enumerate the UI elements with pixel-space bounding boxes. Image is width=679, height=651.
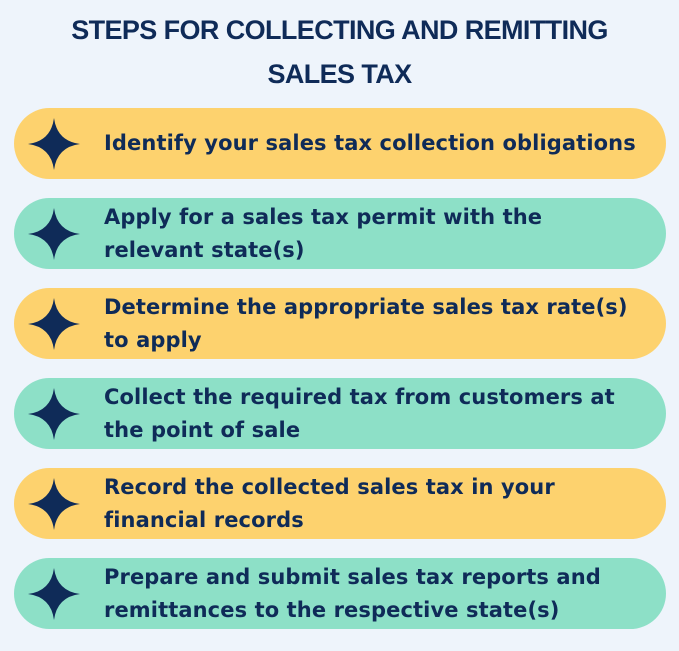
four-point-star-icon — [26, 296, 82, 352]
step-6-label: Prepare and submit sales tax reports and… — [104, 564, 601, 622]
four-point-star-icon — [26, 386, 82, 442]
step-6: Prepare and submit sales tax reports and… — [14, 558, 666, 629]
title-line-1: STEPS FOR COLLECTING AND REMITTING — [71, 15, 608, 45]
step-1-label: Identify your sales tax collection oblig… — [104, 131, 636, 155]
four-point-star-icon — [26, 476, 82, 532]
step-2-label: Apply for a sales tax permit with the re… — [104, 204, 543, 262]
steps-list: Identify your sales tax collection oblig… — [14, 108, 666, 648]
step-1: Identify your sales tax collection oblig… — [14, 108, 666, 179]
step-2: Apply for a sales tax permit with the re… — [14, 198, 666, 269]
step-5-label: Record the collected sales tax in your f… — [104, 474, 555, 532]
four-point-star-icon — [26, 566, 82, 622]
step-4: Collect the required tax from customers … — [14, 378, 666, 449]
step-4-label: Collect the required tax from customers … — [104, 384, 615, 442]
title-line-2: SALES TAX — [267, 59, 412, 89]
page-title: STEPS FOR COLLECTING AND REMITTING SALES… — [0, 8, 679, 96]
four-point-star-icon — [26, 116, 82, 172]
four-point-star-icon — [26, 206, 82, 262]
step-3-label: Determine the appropriate sales tax rate… — [104, 294, 628, 352]
step-3: Determine the appropriate sales tax rate… — [14, 288, 666, 359]
step-5: Record the collected sales tax in your f… — [14, 468, 666, 539]
